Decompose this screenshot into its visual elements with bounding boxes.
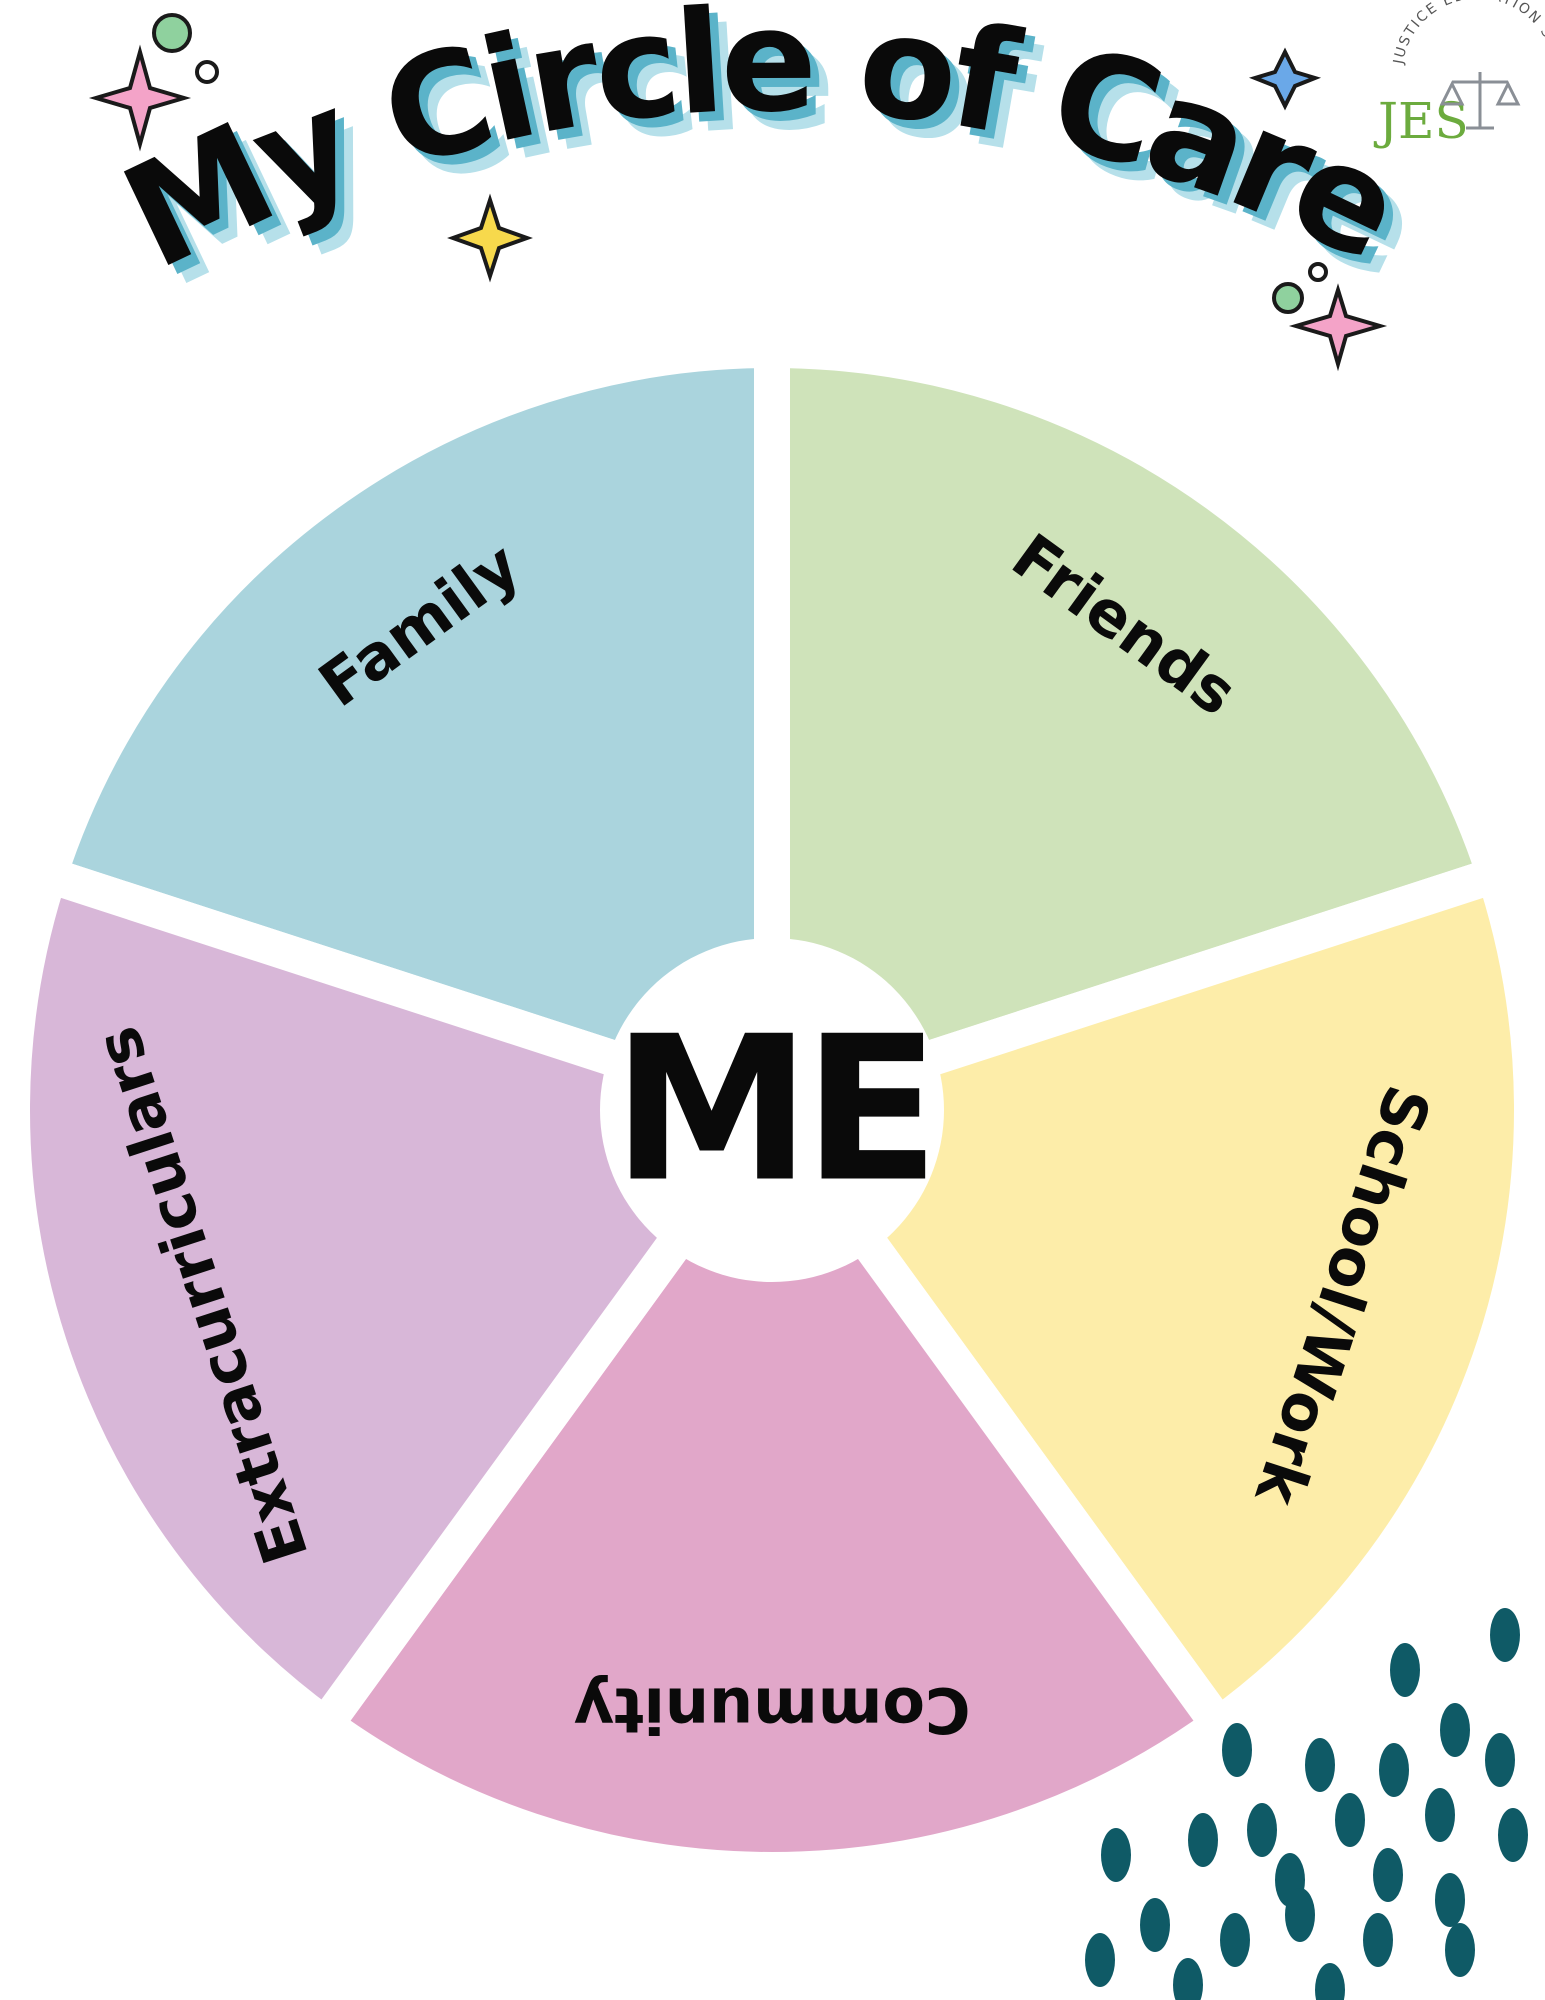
bubble-icon [1272,282,1304,314]
sparkle-icon [1248,47,1322,111]
bubble-icon [1308,262,1328,282]
jes-logo: JUSTICE EDUCATION SOCIETY JES [1359,0,1545,196]
teal-dot [1173,1958,1203,2000]
sparkle-icon [1288,283,1388,372]
logo-background [1359,4,1545,196]
balance-scale-icon [1439,72,1521,130]
teal-dot [1363,1913,1393,1967]
center-disc [600,938,944,1282]
teal-dot [1222,1723,1252,1777]
teal-dot [1425,1788,1455,1842]
sparkle-icon [447,193,533,283]
bubble-icon [152,13,192,53]
decorations [88,13,1388,372]
bubble-icon [195,60,219,84]
segment-school-work [742,852,1545,1751]
teal-dot [1247,1803,1277,1857]
center-label: ME [612,994,932,1227]
teal-dot [1445,1923,1475,1977]
teal-dot [1305,1738,1335,1792]
teal-dot [1485,1733,1515,1787]
teal-dot [1085,1933,1115,1987]
teal-dot [1490,1608,1520,1662]
teal-dot [1315,1963,1345,2000]
teal-dot [1373,1848,1403,1902]
center-circle: ME [600,938,944,1282]
segment-community [300,1079,1244,1888]
teal-dot [1220,1913,1250,1967]
teal-dot [1285,1888,1315,1942]
teal-dot [1101,1828,1131,1882]
segment-extracurriculars [0,852,802,1751]
sparkle-icon [88,44,192,152]
teal-dot [1498,1808,1528,1862]
teal-dot [1379,1743,1409,1797]
teal-dot [1435,1873,1465,1927]
teal-dot [1390,1643,1420,1697]
dot-pattern [1085,1608,1528,2000]
teal-dot [1440,1703,1470,1757]
teal-dot [1188,1813,1218,1867]
title: My Circle of Care My Circle of Care My C… [100,0,1443,319]
segment-label-community: Community [574,1674,971,1747]
teal-dot [1140,1898,1170,1952]
logo-letters: JES [1373,92,1469,150]
teal-dot [1335,1793,1365,1847]
